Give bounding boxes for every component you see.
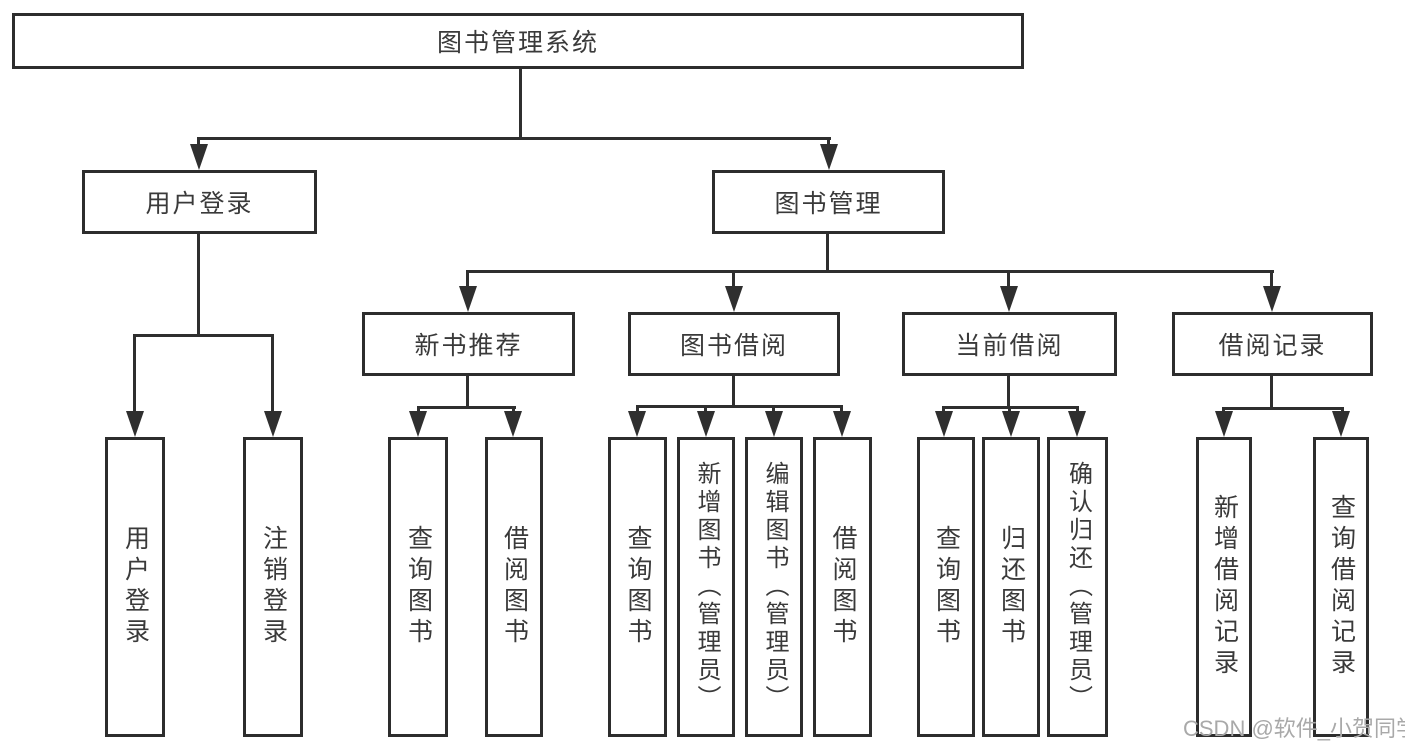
- arrowhead-down-icon: [1068, 411, 1086, 437]
- node-label: 用户登录: [145, 190, 254, 218]
- arrowhead-down-icon: [628, 411, 646, 437]
- leaf-query-books-current: 查询图书: [917, 437, 975, 737]
- connector-line: [197, 137, 831, 140]
- connector-line: [1270, 376, 1273, 410]
- connector-line: [636, 405, 843, 408]
- connector-line: [827, 137, 830, 147]
- leaf-label: 确认归还（管理员）: [1064, 461, 1092, 713]
- connector-line: [197, 234, 200, 337]
- connector-line: [466, 270, 1274, 273]
- watermark-csdn: CSDN @软件_小贺同学: [1183, 716, 1405, 741]
- node-book-borrowing: 图书借阅: [628, 312, 840, 376]
- connector-line: [1270, 270, 1273, 290]
- arrowhead-down-icon: [264, 411, 282, 437]
- leaf-label: 借阅图书: [500, 525, 529, 649]
- connector-line: [466, 270, 469, 290]
- leaf-label: 新增借阅记录: [1210, 494, 1239, 680]
- leaf-query-borrow-record: 查询借阅记录: [1313, 437, 1369, 737]
- leaf-edit-book-admin: 编辑图书（管理员）: [745, 437, 803, 737]
- connector-line: [1007, 376, 1010, 409]
- leaf-query-books-borrowing: 查询图书: [608, 437, 667, 737]
- node-label: 当前借阅: [955, 332, 1064, 360]
- leaf-label: 查询图书: [404, 525, 433, 649]
- leaf-label: 归还图书: [997, 525, 1026, 649]
- leaf-label: 借阅图书: [829, 525, 857, 649]
- connector-line: [133, 334, 136, 414]
- node-label: 图书管理: [774, 190, 883, 218]
- leaf-add-book-admin: 新增图书（管理员）: [677, 437, 735, 737]
- arrowhead-down-icon: [409, 411, 427, 437]
- connector-line: [826, 234, 829, 273]
- node-label: 图书借阅: [679, 332, 788, 360]
- connector-line: [772, 405, 775, 415]
- leaf-add-borrow-record: 新增借阅记录: [1196, 437, 1252, 737]
- leaf-label: 查询图书: [624, 525, 652, 649]
- connector-line: [840, 405, 843, 415]
- leaf-return-book: 归还图书: [982, 437, 1040, 737]
- connector-line: [519, 69, 522, 139]
- connector-line: [732, 376, 735, 408]
- arrowhead-down-icon: [190, 144, 208, 170]
- node-new-book-recommendation: 新书推荐: [362, 312, 575, 376]
- node-label: 图书管理系统: [436, 29, 599, 57]
- node-book-management: 图书管理: [712, 170, 945, 234]
- connector-line: [1007, 270, 1010, 290]
- connector-line: [271, 334, 274, 414]
- connector-line: [636, 405, 639, 415]
- arrowhead-down-icon: [725, 286, 743, 312]
- leaf-label: 用户登录: [121, 525, 150, 649]
- leaf-label: 注销登录: [259, 525, 288, 649]
- arrowhead-down-icon: [126, 411, 144, 437]
- arrowhead-down-icon: [935, 411, 953, 437]
- leaf-label: 查询借阅记录: [1327, 494, 1356, 680]
- arrowhead-down-icon: [459, 286, 477, 312]
- leaf-label: 查询图书: [932, 525, 961, 649]
- leaf-confirm-return-admin: 确认归还（管理员）: [1047, 437, 1108, 737]
- arrowhead-down-icon: [820, 144, 838, 170]
- leaf-user-login: 用户登录: [105, 437, 165, 737]
- node-library-management-system: 图书管理系统: [12, 13, 1024, 69]
- leaf-logout: 注销登录: [243, 437, 303, 737]
- leaf-label: 编辑图书（管理员）: [761, 461, 788, 713]
- connector-line: [417, 406, 516, 409]
- connector-line: [704, 405, 707, 415]
- leaf-label: 新增图书（管理员）: [693, 461, 720, 713]
- node-label: 新书推荐: [414, 332, 523, 360]
- arrowhead-down-icon: [504, 411, 522, 437]
- connector-line: [197, 137, 200, 147]
- connector-line: [1222, 407, 1344, 410]
- leaf-borrow-books-recommend: 借阅图书: [485, 437, 543, 737]
- arrowhead-down-icon: [1332, 411, 1350, 437]
- arrowhead-down-icon: [1263, 286, 1281, 312]
- node-current-borrowing: 当前借阅: [902, 312, 1117, 376]
- leaf-query-books-recommend: 查询图书: [388, 437, 448, 737]
- node-label: 借阅记录: [1218, 332, 1327, 360]
- arrowhead-down-icon: [1215, 411, 1233, 437]
- connector-line: [133, 334, 274, 337]
- arrowhead-down-icon: [697, 411, 715, 437]
- node-borrowing-records: 借阅记录: [1172, 312, 1373, 376]
- connector-line: [466, 376, 469, 409]
- arrowhead-down-icon: [1002, 411, 1020, 437]
- arrowhead-down-icon: [1000, 286, 1018, 312]
- arrowhead-down-icon: [833, 411, 851, 437]
- connector-line: [732, 270, 735, 290]
- leaf-borrow-books-borrowing: 借阅图书: [813, 437, 872, 737]
- node-user-login: 用户登录: [82, 170, 317, 234]
- arrowhead-down-icon: [765, 411, 783, 437]
